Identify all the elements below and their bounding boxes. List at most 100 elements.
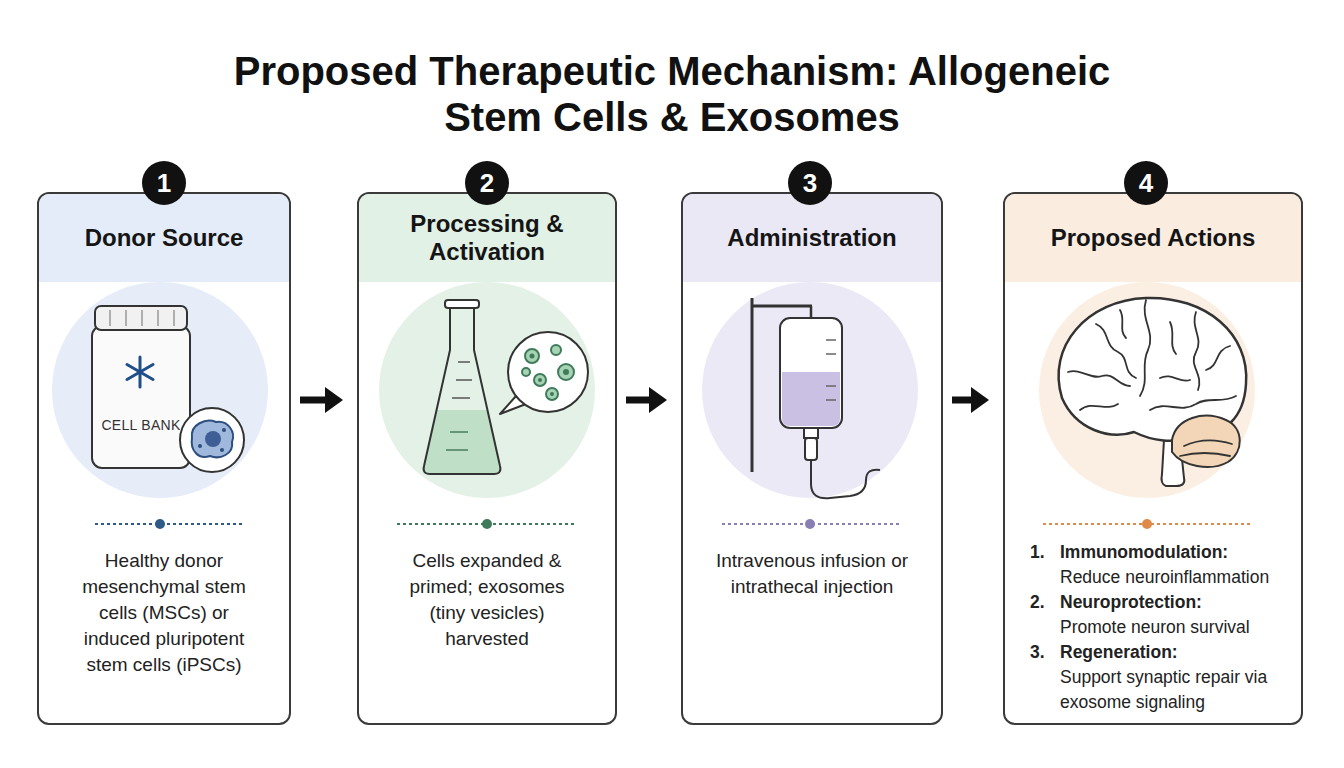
icon-backdrop [1039, 282, 1255, 498]
panel-description: Healthy donor mesenchymal stem cells (MS… [66, 548, 262, 678]
list-number: 2. [1030, 590, 1060, 615]
panel-heading: Processing & Activation [387, 210, 587, 266]
lid-ridge [141, 310, 143, 326]
flask-outline [424, 306, 501, 474]
iv-arm [752, 305, 812, 308]
flask-lip [445, 300, 479, 308]
stem-cell [192, 421, 233, 457]
brain-outline [1059, 298, 1247, 441]
list-item-heading: 3.Regeneration: [1030, 640, 1290, 665]
step-number-badge: 3 [788, 161, 832, 205]
flow-arrow [952, 387, 989, 413]
bag-tick [826, 385, 836, 387]
icon-backdrop [52, 282, 268, 498]
cell-nucleus [205, 431, 221, 447]
bag-tick [826, 339, 836, 341]
panel-heading: Administration [727, 224, 896, 252]
arrow-shaft [300, 397, 327, 404]
panel-header-band: Proposed Actions [1005, 194, 1301, 282]
drip-chamber [805, 438, 817, 460]
flask-liquid [424, 410, 501, 474]
list-description: Promote neuron survival [1060, 615, 1290, 640]
brain-gyri [1068, 300, 1236, 456]
arrow-head [325, 387, 343, 413]
brain-illustration [1039, 282, 1255, 498]
icon-backdrop [702, 282, 918, 498]
list-description: Support synaptic repair via exosome sign… [1060, 665, 1290, 715]
jar-body [92, 326, 190, 468]
step-number: 3 [803, 170, 817, 196]
iv-hook [810, 306, 813, 318]
rule-dot [1142, 519, 1152, 529]
icon-backdrop [379, 282, 595, 498]
cell-dot [222, 428, 226, 432]
magnifier-bubble [508, 332, 588, 412]
cell-dot [198, 444, 202, 448]
bag-port [804, 428, 818, 438]
list-heading: Immunomodulation: [1060, 542, 1228, 562]
list-number: 3. [1030, 640, 1060, 665]
lid-ridge [173, 310, 175, 326]
flow-arrow [626, 387, 667, 413]
arrow-shaft [952, 397, 973, 404]
vesicle-cores [530, 354, 570, 397]
step-number: 4 [1139, 170, 1153, 196]
exosome-vesicles [522, 345, 574, 400]
iv-fluid [782, 372, 840, 426]
step-panel: Proposed Actions 1.Immunomodulation: Reduc… [1003, 192, 1303, 725]
panel-description: Cells expanded & primed; exosomes (tiny … [395, 548, 579, 652]
iv-pole [751, 298, 754, 472]
iv-bag [780, 318, 842, 428]
flask-tick [446, 449, 468, 451]
step-panel: Donor SourceHealthy donor mesenchymal st… [37, 192, 291, 725]
list-item-heading: 2.Neuroprotection: [1030, 590, 1290, 615]
rule-dot [482, 519, 492, 529]
arrow-head [649, 387, 667, 413]
brainstem [1162, 440, 1185, 486]
step-number-badge: 4 [1124, 161, 1168, 205]
cell-bank-illustration [52, 282, 268, 498]
bag-tick [826, 399, 836, 401]
panel-header-band: Donor Source [39, 194, 289, 282]
panel-heading: Donor Source [85, 224, 244, 252]
step-number-badge: 1 [142, 161, 186, 205]
panel-header-band: Administration [683, 194, 941, 282]
lid-ridge [157, 310, 159, 326]
step-panel: Processing & ActivationCells expanded & … [357, 192, 617, 725]
list-description: Reduce neuroinflammation [1060, 565, 1290, 590]
rule-dot [805, 519, 815, 529]
list-heading: Regeneration: [1060, 642, 1178, 662]
rule-dot [155, 519, 165, 529]
dotted-rule [1043, 523, 1252, 525]
panel-description: Intravenous infusion or intrathecal inje… [710, 548, 914, 600]
step-panel: AdministrationIntravenous infusion or in… [681, 192, 943, 725]
bag-tick [826, 353, 836, 355]
arrow-head [971, 387, 989, 413]
dotted-rule [397, 523, 577, 525]
dotted-rule [95, 523, 245, 525]
arrow-shaft [626, 397, 651, 404]
flask-tick [456, 379, 472, 381]
cerebellum [1172, 416, 1240, 467]
lid-ridge [125, 310, 127, 326]
flask-tick [450, 431, 468, 433]
diagram-title: Proposed Therapeutic Mechanism: Allogene… [222, 48, 1122, 140]
flask-tick [452, 397, 470, 399]
bubble-tail [500, 396, 526, 414]
list-heading: Neuroprotection: [1060, 592, 1202, 612]
iv-tube [811, 460, 880, 498]
step-number: 1 [157, 170, 171, 196]
dotted-rule [722, 523, 900, 525]
cell-lens [180, 408, 244, 472]
flask-illustration [379, 282, 595, 498]
step-number-badge: 2 [465, 161, 509, 205]
cell-dot [220, 448, 224, 452]
dotted-separators [95, 519, 1252, 529]
flask-tick [458, 361, 470, 363]
action-list: 1.Immunomodulation: Reduce neuroinflammat… [1030, 540, 1290, 715]
iv-bag-illustration [702, 282, 918, 498]
list-number: 1. [1030, 540, 1060, 565]
flow-arrow [300, 387, 343, 413]
panel-heading: Proposed Actions [1051, 224, 1255, 252]
step-number: 2 [480, 170, 494, 196]
